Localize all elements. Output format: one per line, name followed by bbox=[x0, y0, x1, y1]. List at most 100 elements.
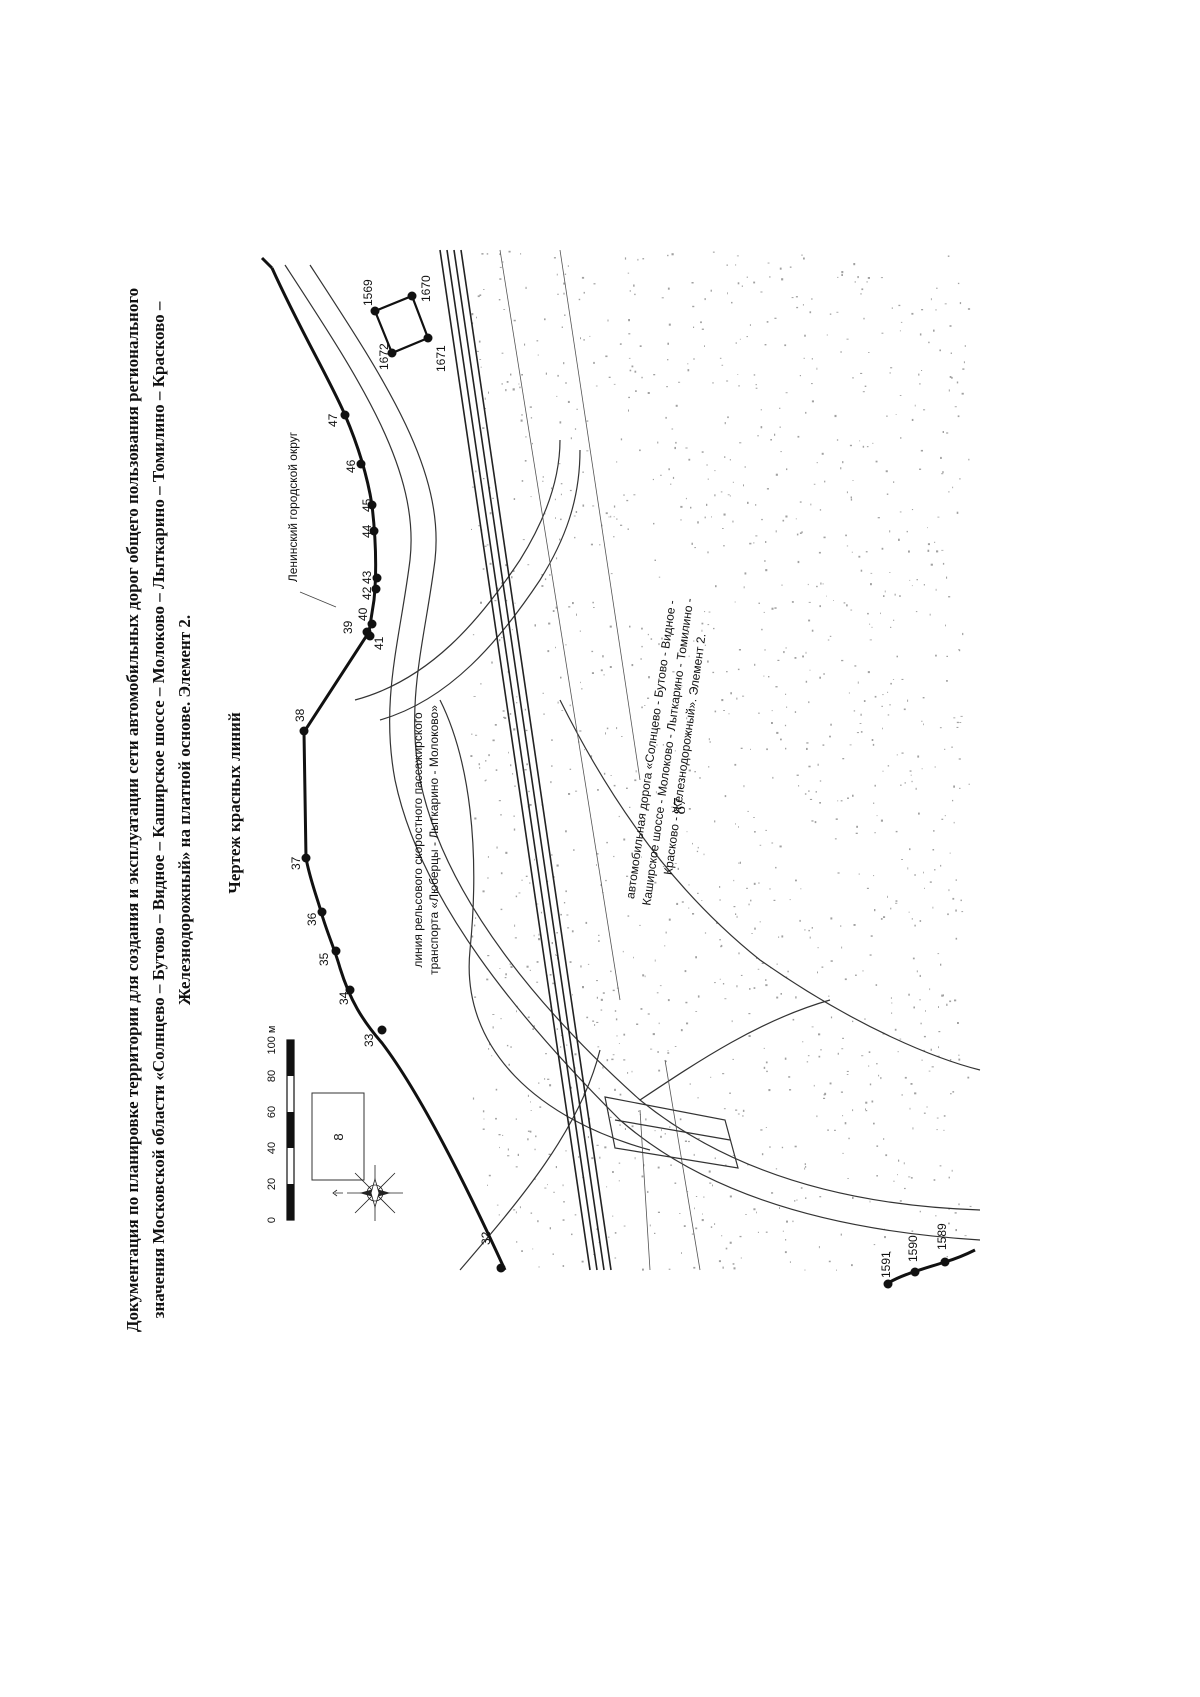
speckle bbox=[688, 808, 691, 810]
speckle bbox=[852, 480, 854, 481]
speckle bbox=[500, 814, 502, 816]
speckle bbox=[607, 1236, 610, 1238]
speckle bbox=[883, 916, 886, 918]
speckle bbox=[732, 481, 734, 483]
speckle bbox=[671, 806, 674, 808]
speckle bbox=[769, 276, 771, 278]
speckle bbox=[919, 974, 921, 977]
scale-bar: 0 20 40 60 80 100 м bbox=[266, 1026, 295, 1223]
speckle bbox=[667, 287, 670, 290]
speckle bbox=[895, 900, 898, 902]
speckle bbox=[936, 287, 938, 289]
speckle bbox=[929, 881, 932, 883]
speckle bbox=[607, 319, 609, 322]
speckle bbox=[483, 478, 485, 480]
speckle bbox=[834, 414, 837, 418]
speckle bbox=[476, 350, 479, 352]
speckle bbox=[799, 501, 802, 503]
speckle bbox=[489, 1043, 490, 1046]
speckle bbox=[943, 1115, 946, 1117]
speckle bbox=[600, 1009, 603, 1011]
speckle bbox=[723, 545, 725, 547]
speckle bbox=[829, 735, 831, 738]
speckle bbox=[710, 289, 712, 292]
speckle bbox=[555, 606, 558, 609]
speckle bbox=[708, 1170, 711, 1173]
speckle bbox=[582, 504, 585, 507]
speckle bbox=[501, 352, 504, 354]
speckle bbox=[804, 1269, 806, 1271]
speckle bbox=[789, 1089, 792, 1091]
speckle bbox=[756, 1211, 757, 1214]
speckle bbox=[885, 1154, 888, 1157]
speckle bbox=[779, 426, 781, 428]
speckle bbox=[805, 680, 808, 683]
speckle bbox=[476, 316, 477, 319]
speckle bbox=[951, 376, 953, 379]
speckle bbox=[959, 302, 962, 305]
speckle bbox=[860, 293, 862, 295]
speckle bbox=[499, 968, 501, 969]
speckle bbox=[535, 1135, 537, 1138]
speckle bbox=[602, 655, 604, 658]
speckle bbox=[613, 516, 615, 518]
speckle bbox=[471, 733, 473, 735]
point-37-marker bbox=[301, 853, 311, 863]
speckle bbox=[475, 734, 478, 736]
speckle bbox=[735, 1109, 738, 1111]
speckle bbox=[511, 576, 513, 579]
speckle bbox=[492, 497, 494, 499]
speckle bbox=[763, 1066, 766, 1069]
speckle bbox=[628, 396, 630, 399]
speckle bbox=[921, 309, 924, 311]
speckle bbox=[944, 748, 946, 750]
speckle bbox=[853, 924, 856, 926]
speckle bbox=[818, 551, 821, 554]
speckle bbox=[562, 1265, 565, 1267]
speckle bbox=[862, 445, 865, 448]
speckle bbox=[524, 343, 526, 346]
speckle bbox=[727, 292, 728, 295]
speckle bbox=[921, 768, 923, 770]
speckle bbox=[592, 601, 594, 604]
speckle bbox=[569, 489, 572, 492]
speckle bbox=[661, 637, 663, 640]
speckle bbox=[721, 699, 724, 702]
speckle bbox=[633, 494, 636, 496]
speckle bbox=[729, 1092, 731, 1094]
speckle bbox=[509, 963, 512, 965]
speckle bbox=[570, 1086, 572, 1089]
speckle bbox=[940, 864, 942, 867]
speckle bbox=[585, 921, 588, 924]
speckle bbox=[732, 520, 734, 523]
speckle bbox=[498, 1214, 500, 1216]
speckle bbox=[620, 524, 623, 526]
speckle bbox=[721, 1235, 723, 1237]
speckle bbox=[527, 1016, 530, 1019]
speckle bbox=[551, 487, 553, 490]
speckle bbox=[916, 970, 918, 973]
speckle bbox=[710, 1226, 713, 1228]
speckle bbox=[560, 493, 562, 496]
speckle bbox=[852, 377, 854, 379]
speckle bbox=[488, 1174, 491, 1177]
speckle bbox=[486, 544, 489, 546]
speckle bbox=[548, 1153, 551, 1155]
speckle bbox=[761, 518, 763, 521]
speckle bbox=[766, 748, 768, 751]
speckle bbox=[804, 793, 807, 795]
speckle bbox=[768, 676, 770, 678]
speckle bbox=[738, 862, 740, 864]
speckle bbox=[631, 365, 634, 368]
speckle bbox=[857, 276, 859, 279]
speckle bbox=[818, 1055, 821, 1058]
speckle bbox=[574, 536, 576, 539]
speckle bbox=[834, 838, 837, 840]
speckle bbox=[657, 1166, 660, 1169]
speckle bbox=[598, 934, 600, 936]
speckle bbox=[847, 1178, 849, 1179]
speckle bbox=[602, 992, 605, 994]
speckle bbox=[694, 1207, 695, 1210]
speckle bbox=[567, 927, 570, 929]
